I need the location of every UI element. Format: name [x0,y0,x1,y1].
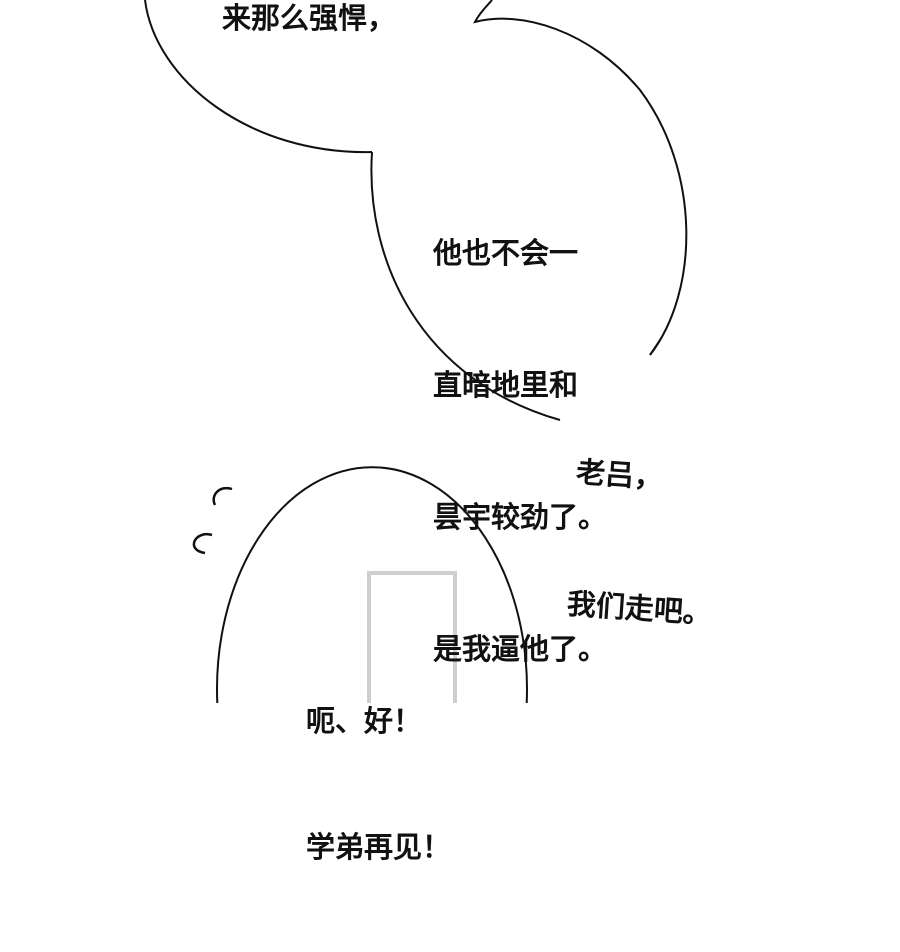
panel-frame [367,571,457,703]
comic-panel: 来那么强悍， 他也不会一 直暗地里和 昙宇较劲了。 是我逼他了。 老吕， 我们走… [144,0,713,864]
sweat-mark-icon [192,532,213,555]
sweat-mark-icon [212,486,233,506]
middle-bubble-outline-right [473,0,688,356]
dialogue-line: 来那么强悍， [222,1,397,35]
middle-bubble-text: 他也不会一 直暗地里和 昙宇较劲了。 是我逼他了。 [433,143,607,759]
dialogue-line: 他也不会一 [433,236,579,270]
dialogue-line: 我们走吧。 [565,586,713,631]
speech-bubble-outlines [144,0,688,703]
dialogue-line: 是我逼他了。 [433,632,608,666]
dialogue-line: 老吕， [575,454,665,495]
dialogue-line: 学弟再见！ [306,830,452,864]
top-bubble-outline [144,0,373,154]
bottom-bubble-outline [216,466,528,703]
dialogue-line: 直暗地里和 [433,368,579,402]
bottom-bubble-text: 呃、好！ 学弟再见！ [306,616,451,952]
dialogue-line: 昙宇较劲了。 [433,500,608,534]
top-bubble-text: 来那么强悍， [222,0,396,40]
tail-stroke [649,339,661,356]
middle-bubble-outline [370,151,561,421]
tail-text: 老吕， 我们走吧。 [559,362,728,723]
dialogue-line: 呃、好！ [306,704,423,738]
